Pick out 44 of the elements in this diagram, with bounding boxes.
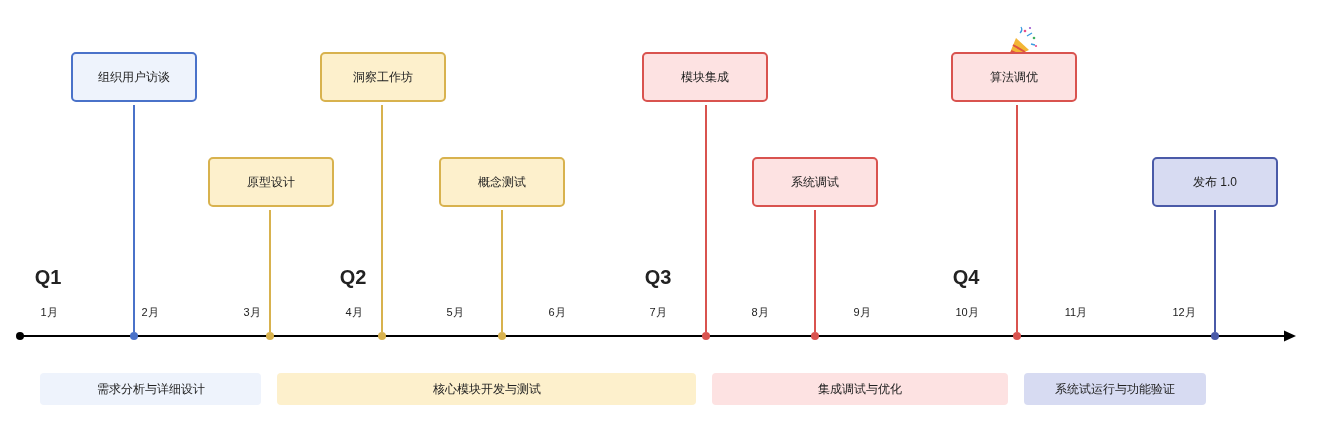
- connector-line: [133, 104, 135, 333]
- milestone-dot: [811, 332, 819, 340]
- month-label: 7月: [649, 305, 667, 320]
- milestone-dot: [130, 332, 138, 340]
- month-label: 10月: [955, 305, 979, 320]
- milestone-dot: [702, 332, 710, 340]
- connector-line: [501, 209, 503, 333]
- connector-line: [269, 209, 271, 333]
- month-label: 12月: [1172, 305, 1196, 320]
- phase-bar: 核心模块开发与测试: [277, 373, 696, 405]
- month-label: 6月: [548, 305, 566, 320]
- connector-line: [814, 209, 816, 333]
- quarter-label: Q2: [339, 266, 367, 289]
- connector-line: [1016, 104, 1018, 333]
- milestone-dot: [1013, 332, 1021, 340]
- month-label: 1月: [40, 305, 58, 320]
- month-label: 3月: [243, 305, 261, 320]
- phase-bar: 需求分析与详细设计: [40, 373, 261, 405]
- connector-line: [705, 104, 707, 333]
- milestone-dot: [1211, 332, 1219, 340]
- milestone-dot: [266, 332, 274, 340]
- milestone-box: 概念测试: [439, 157, 565, 207]
- milestone-box: 原型设计: [208, 157, 334, 207]
- month-label: 8月: [751, 305, 769, 320]
- month-label: 4月: [345, 305, 363, 320]
- milestone-box: 算法调优: [951, 52, 1077, 102]
- connector-line: [381, 104, 383, 333]
- month-label: 11月: [1064, 305, 1088, 320]
- milestone-box: 模块集成: [642, 52, 768, 102]
- milestone-dot: [498, 332, 506, 340]
- month-label: 5月: [446, 305, 464, 320]
- milestone-dot: [378, 332, 386, 340]
- milestone-box: 系统调试: [752, 157, 878, 207]
- connector-line: [1214, 209, 1216, 333]
- milestone-box: 组织用户访谈: [71, 52, 197, 102]
- milestone-box: 洞察工作坊: [320, 52, 446, 102]
- phase-bar: 集成调试与优化: [712, 373, 1008, 405]
- quarter-label: Q4: [952, 266, 980, 289]
- month-label: 9月: [853, 305, 871, 320]
- quarter-label: Q1: [34, 266, 62, 289]
- phase-bar: 系统试运行与功能验证: [1024, 373, 1206, 405]
- milestone-box: 发布 1.0: [1152, 157, 1278, 207]
- quarter-label: Q3: [644, 266, 672, 289]
- month-label: 2月: [141, 305, 159, 320]
